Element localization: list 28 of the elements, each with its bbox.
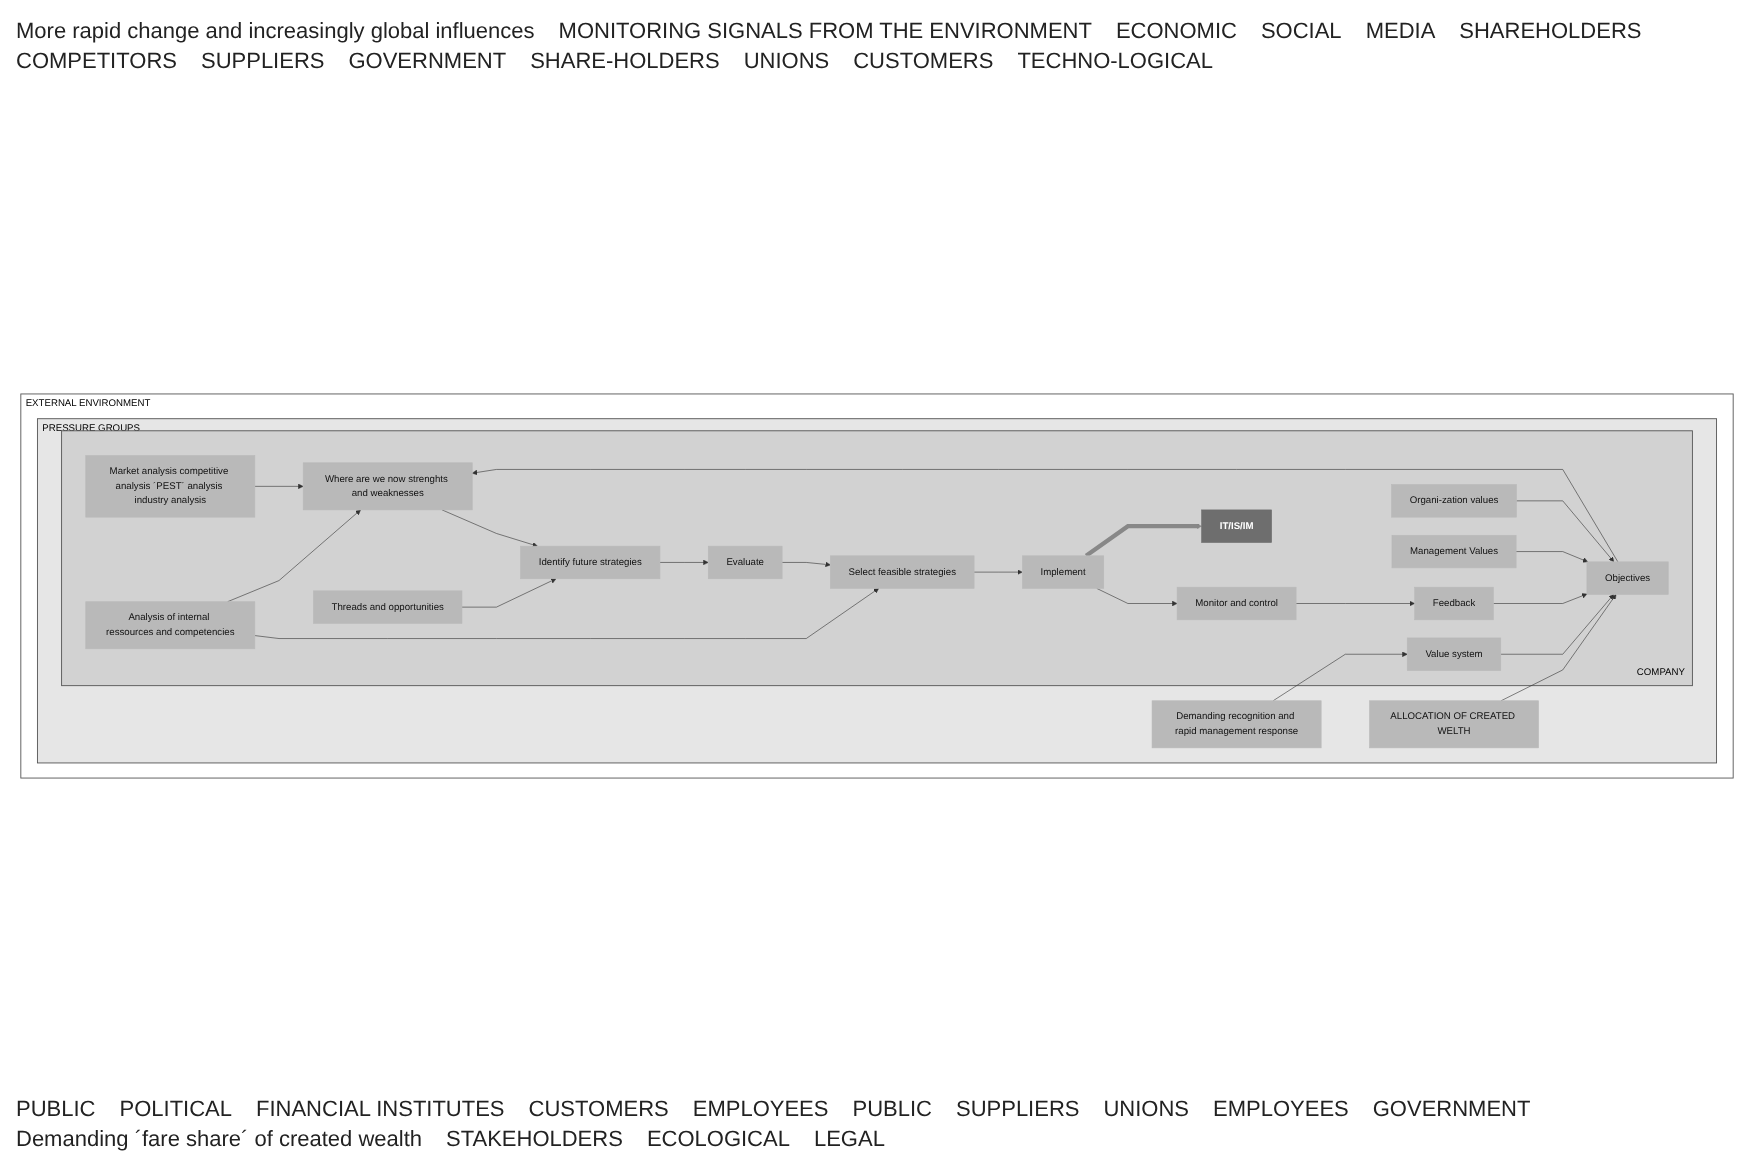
label-text: TECHNO-LOGICAL (1017, 50, 1213, 74)
label-text: EMPLOYEES (1213, 1098, 1349, 1122)
label-text: SUPPLIERS (955, 1098, 1080, 1122)
label-text: GOVERNMENT (1372, 1098, 1531, 1122)
label-text: ECOLOGICAL (646, 1128, 790, 1152)
label-text: More rapid change and increasingly global influences (16, 20, 535, 44)
label-text: PUBLIC (852, 1098, 932, 1122)
label-text: UNIONS (1103, 1098, 1190, 1122)
label-text: FINANCIAL INSTITUTES (256, 1098, 505, 1122)
label-text: STAKEHOLDERS (446, 1128, 623, 1152)
label-text: MEDIA (1365, 20, 1436, 44)
label-text: SOCIAL (1260, 20, 1342, 44)
label-text: ECONOMIC (1115, 20, 1237, 44)
label-text: SHAREHOLDERS (1459, 20, 1642, 44)
arrow (1084, 523, 1202, 558)
label-text: COMPETITORS (16, 50, 177, 74)
label-text: SUPPLIERS (200, 50, 325, 74)
label-text: LEGAL (813, 1128, 885, 1152)
label-text: Demanding ´fare share´ of created wealth (16, 1128, 422, 1152)
label-text: UNIONS (743, 50, 830, 74)
label-text: CUSTOMERS (853, 50, 994, 74)
label-text: EMPLOYEES (692, 1098, 829, 1122)
label-text: GOVERNMENT (348, 50, 507, 74)
label-text: SHARE-HOLDERS (530, 50, 720, 74)
label-text: PUBLIC (16, 1098, 96, 1122)
label-text: MONITORING SIGNALS FROM THE ENVIRONMENT (558, 20, 1092, 44)
label-text: POLITICAL (119, 1098, 232, 1122)
label-text: CUSTOMERS (528, 1098, 669, 1122)
